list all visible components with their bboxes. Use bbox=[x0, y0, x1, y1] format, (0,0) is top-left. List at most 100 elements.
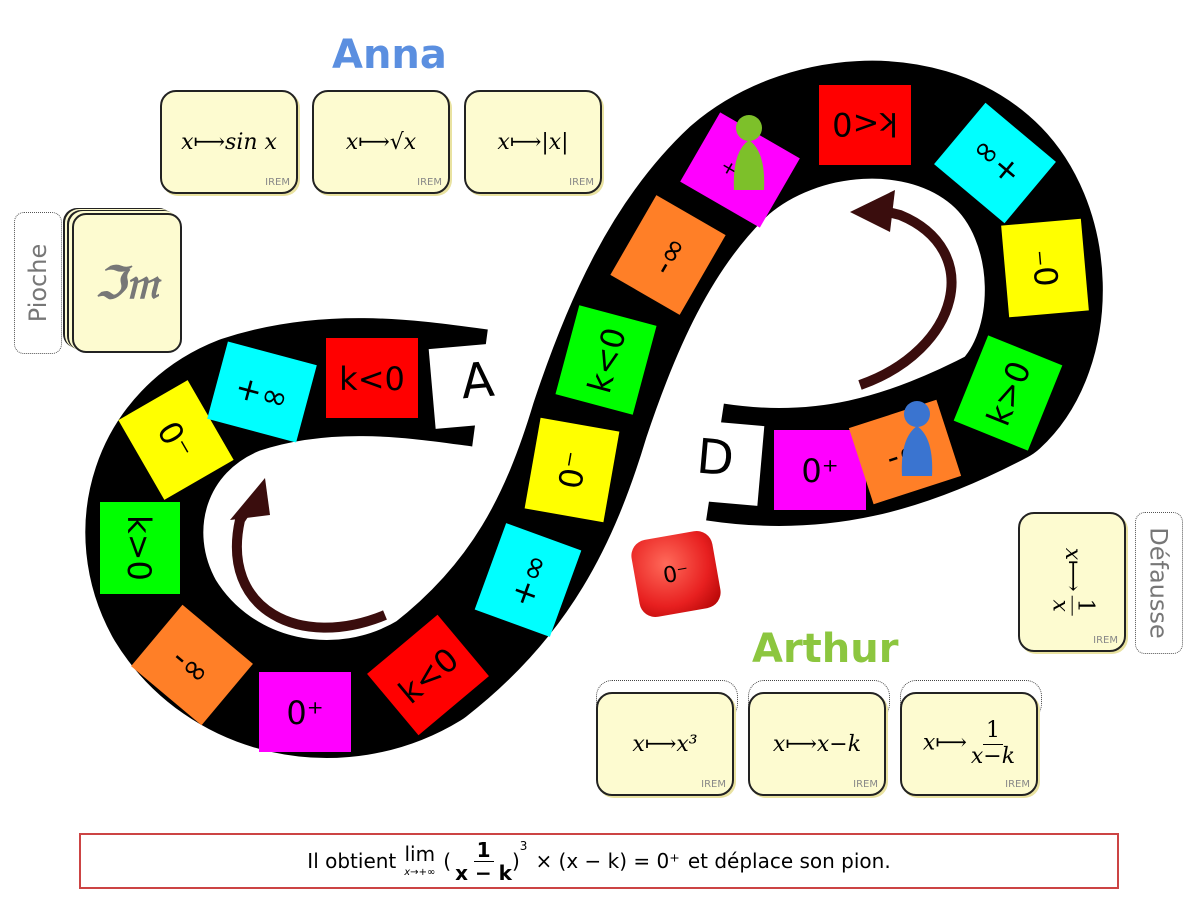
tile-13[interactable]: -∞ bbox=[131, 604, 253, 726]
player-name-anna: Anna bbox=[332, 32, 447, 78]
arrow-left-loop bbox=[231, 502, 387, 633]
tile-background bbox=[934, 102, 1056, 224]
card-logo: IREM bbox=[701, 779, 726, 790]
maps-to-icon: ⟼ bbox=[1060, 560, 1085, 592]
card-logo: IREM bbox=[1093, 635, 1118, 646]
tile-background bbox=[118, 380, 234, 500]
tile-label: k<0 bbox=[339, 360, 405, 398]
tile-15[interactable]: 0⁻ bbox=[118, 380, 234, 500]
tile-9[interactable]: 0⁻ bbox=[524, 417, 620, 523]
tile-10[interactable]: +∞ bbox=[474, 523, 582, 637]
irem-logo: ℑ𝔪 bbox=[95, 257, 159, 309]
fraction-numerator: 1 bbox=[1071, 595, 1098, 616]
tile-label: 0⁺ bbox=[286, 694, 323, 732]
tile-background bbox=[665, 418, 765, 506]
tile-label: D bbox=[694, 429, 736, 488]
tile-background bbox=[100, 502, 180, 594]
formula-rhs: x−k bbox=[816, 731, 862, 757]
tile-3[interactable]: 0⁻ bbox=[1001, 218, 1089, 318]
tile-end[interactable]: A bbox=[428, 341, 528, 429]
formula-rhs: √x bbox=[389, 129, 417, 155]
card-logo: IREM bbox=[853, 779, 878, 790]
tile-16[interactable]: +∞ bbox=[207, 341, 317, 443]
arrow-head-left bbox=[230, 478, 270, 520]
maps-to-icon: ⟼ bbox=[509, 129, 542, 155]
tile-12[interactable]: 0⁺ bbox=[259, 672, 351, 752]
tile-label: 0⁺ bbox=[801, 452, 838, 490]
arrow-head-right bbox=[850, 190, 895, 232]
tile-background bbox=[474, 523, 582, 637]
tile-background bbox=[428, 341, 528, 429]
function-card[interactable]: x⟼x³ IREM bbox=[596, 692, 734, 796]
formula: x⟼|x| bbox=[497, 130, 568, 155]
formula-lhs: x bbox=[632, 731, 645, 757]
tile-4[interactable]: +∞ bbox=[934, 102, 1056, 224]
tile-background bbox=[610, 195, 726, 315]
formula-lhs: x bbox=[1060, 548, 1085, 561]
formula: x⟼√x bbox=[346, 130, 416, 155]
tile-label: A bbox=[459, 352, 497, 411]
tile-8[interactable]: k<0 bbox=[555, 305, 657, 415]
fraction-numerator: 1 bbox=[982, 719, 1003, 745]
tile-2[interactable]: k>0 bbox=[953, 335, 1063, 451]
formula-rhs: x³ bbox=[676, 731, 698, 757]
lim-text: lim bbox=[404, 842, 436, 866]
pawn-anna[interactable] bbox=[724, 112, 774, 192]
tile-background bbox=[326, 338, 418, 418]
formula-lhs: x bbox=[922, 731, 936, 756]
function-card[interactable]: x⟼sin x IREM bbox=[160, 90, 298, 194]
tile-label: k>0 bbox=[120, 515, 158, 581]
formula-rhs: sin x bbox=[225, 129, 277, 155]
formula-lhs: x bbox=[497, 129, 510, 155]
tile-background bbox=[819, 85, 911, 165]
formula: x⟼x³ bbox=[632, 732, 697, 757]
die[interactable]: 0⁻ bbox=[628, 528, 724, 620]
fraction-denominator: x−k bbox=[970, 743, 1016, 769]
draw-pile[interactable]: ℑ𝔪 bbox=[72, 213, 182, 353]
tile-14[interactable]: k>0 bbox=[100, 502, 180, 594]
tile-7[interactable]: -∞ bbox=[610, 195, 726, 315]
message-denominator: x − k bbox=[455, 860, 512, 885]
tile-0[interactable]: 0⁺ bbox=[774, 430, 866, 510]
tile-background bbox=[555, 305, 657, 415]
formula-lhs: x bbox=[345, 129, 359, 155]
tile-background bbox=[207, 341, 317, 443]
discard-pile-label: Défausse bbox=[1135, 512, 1183, 654]
tile-17[interactable]: k<0 bbox=[326, 338, 418, 418]
arrow-right-loop bbox=[858, 205, 957, 390]
formula-lhs: x bbox=[772, 731, 786, 757]
function-card[interactable]: x⟼|x| IREM bbox=[464, 90, 602, 194]
pawn-arthur[interactable] bbox=[892, 398, 942, 478]
card-logo: IREM bbox=[417, 177, 442, 188]
formula: x⟼sin x bbox=[181, 130, 277, 155]
tile-start[interactable]: D bbox=[665, 418, 765, 506]
tile-background bbox=[1001, 218, 1089, 318]
formula: x⟼x−k bbox=[773, 732, 861, 757]
tile-11[interactable]: k<0 bbox=[367, 614, 489, 736]
maps-to-icon: ⟼ bbox=[785, 731, 817, 757]
card-logo: IREM bbox=[569, 177, 594, 188]
fraction-denominator: x bbox=[1047, 599, 1073, 613]
tile-label: 0⁻ bbox=[551, 449, 595, 492]
message-exponent: 3 bbox=[519, 838, 528, 853]
tile-background bbox=[131, 604, 253, 726]
tile-5[interactable]: k<0 bbox=[819, 85, 911, 165]
lim-subscript: x→+∞ bbox=[404, 867, 436, 878]
tile-background bbox=[774, 430, 866, 510]
tile-label: k<0 bbox=[832, 105, 898, 143]
tile-background bbox=[524, 417, 620, 523]
card-logo: IREM bbox=[265, 177, 290, 188]
formula-rhs: |x| bbox=[541, 129, 569, 155]
